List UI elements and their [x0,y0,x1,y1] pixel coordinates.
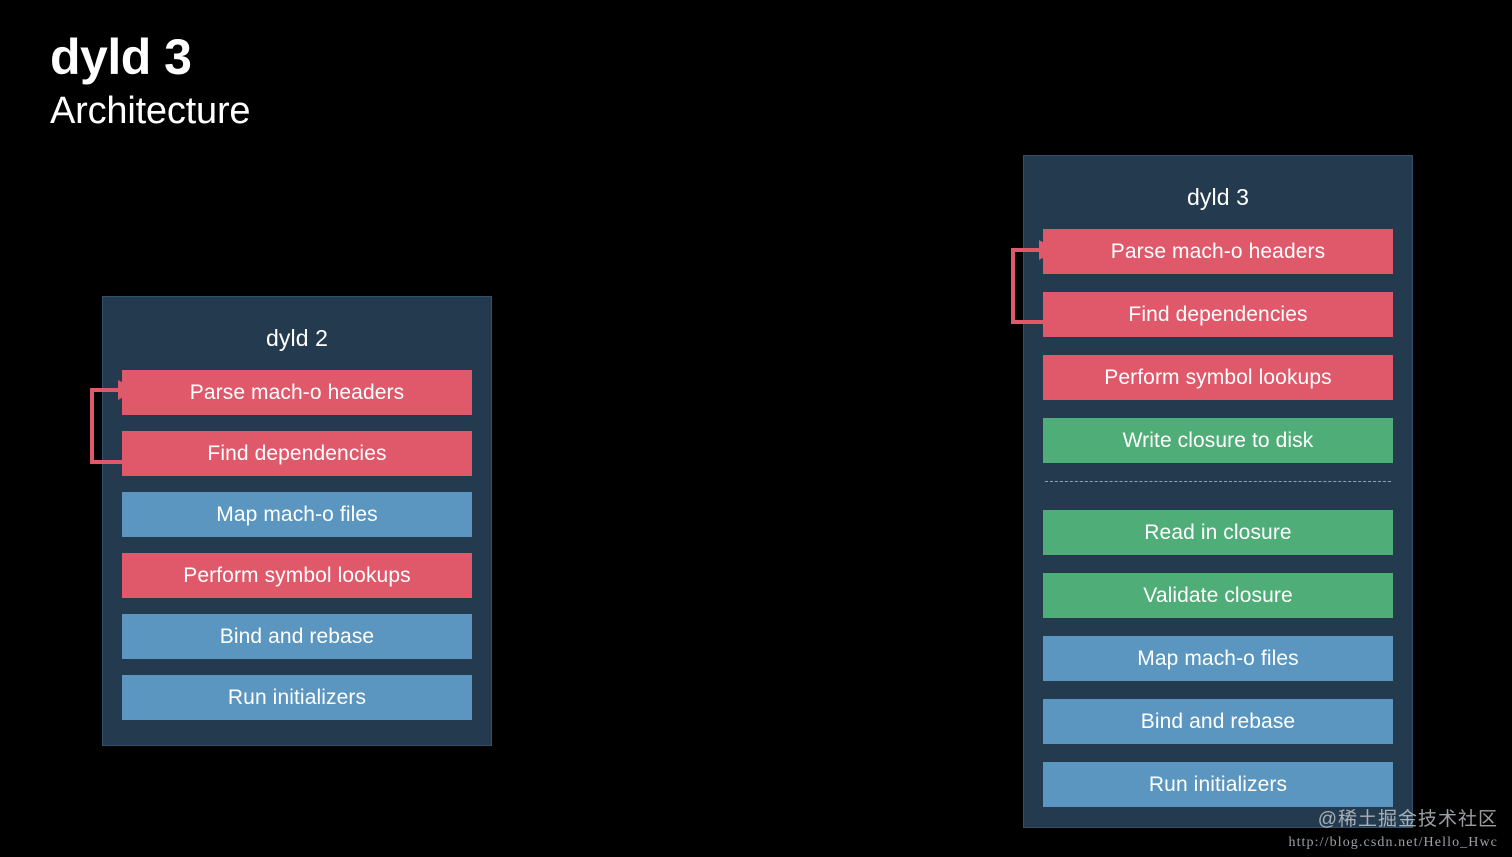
step-find-dependencies[interactable]: Find dependencies [122,431,472,476]
watermark-brand: @稀土掘金技术社区 [1317,809,1498,831]
page-title: dyld 3 [50,29,192,85]
step-find-dependencies[interactable]: Find dependencies [1043,292,1393,337]
step-perform-symbol-lookups[interactable]: Perform symbol lookups [1043,355,1393,400]
step-validate-closure[interactable]: Validate closure [1043,573,1393,618]
page-subtitle: Architecture [50,90,251,132]
panel-dyld3-step-list: Parse mach-o headers Find dependencies P… [1024,229,1412,807]
phase-divider [1045,481,1391,482]
panel-dyld3: dyld 3 Parse mach-o headers Find depende… [1023,155,1413,828]
step-run-initializers[interactable]: Run initializers [122,675,472,720]
step-parse-mach-o-headers[interactable]: Parse mach-o headers [1043,229,1393,274]
step-map-mach-o-files[interactable]: Map mach-o files [1043,636,1393,681]
step-read-in-closure[interactable]: Read in closure [1043,510,1393,555]
step-write-closure-to-disk[interactable]: Write closure to disk [1043,418,1393,463]
panel-dyld2-title: dyld 2 [266,325,328,351]
step-perform-symbol-lookups[interactable]: Perform symbol lookups [122,553,472,598]
step-run-initializers[interactable]: Run initializers [1043,762,1393,807]
panel-dyld2-step-list: Parse mach-o headers Find dependencies M… [103,370,491,720]
step-bind-and-rebase[interactable]: Bind and rebase [122,614,472,659]
watermark: @稀土掘金技术社区 http://blog.csdn.net/Hello_Hwc [1288,809,1498,851]
title-block: dyld 3 Architecture [50,29,251,134]
step-parse-mach-o-headers[interactable]: Parse mach-o headers [122,370,472,415]
step-map-mach-o-files[interactable]: Map mach-o files [122,492,472,537]
panel-dyld2: dyld 2 Parse mach-o headers Find depende… [102,296,492,746]
panel-dyld3-title: dyld 3 [1187,184,1249,210]
step-bind-and-rebase[interactable]: Bind and rebase [1043,699,1393,744]
watermark-url: http://blog.csdn.net/Hello_Hwc [1288,835,1498,850]
